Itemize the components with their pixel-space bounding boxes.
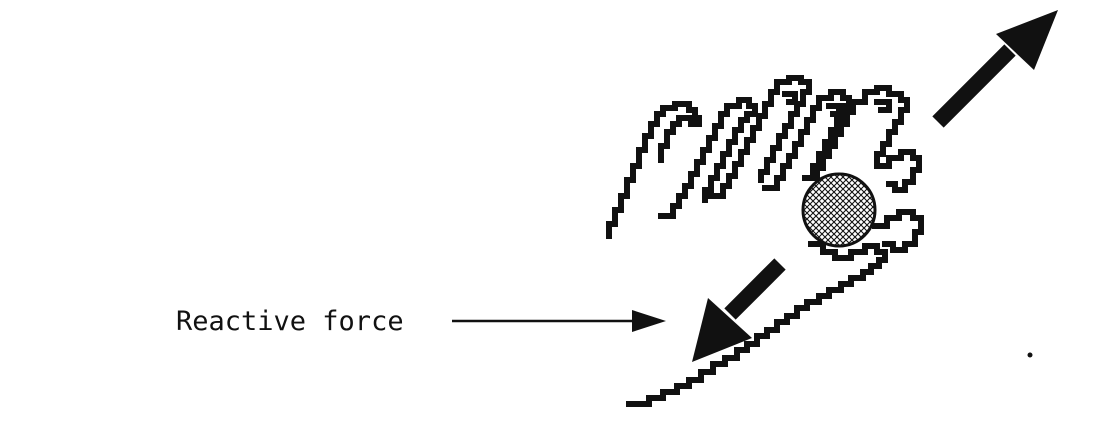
finger-3-nail xyxy=(782,91,798,105)
finger-3 xyxy=(708,75,812,199)
finger-4-nail xyxy=(826,103,842,117)
finger-1 xyxy=(606,101,702,239)
finger-5-nail xyxy=(874,99,892,113)
finger-5 xyxy=(802,85,910,181)
speck xyxy=(1027,352,1033,358)
hand-icon xyxy=(606,75,924,407)
thumb-lower xyxy=(872,209,924,253)
palm-base xyxy=(808,241,888,275)
ball-icon xyxy=(801,172,877,248)
reactive-force-arrow-icon xyxy=(692,258,786,362)
wrist-line xyxy=(626,269,874,407)
applied-force-arrow-icon xyxy=(932,10,1058,128)
finger-4 xyxy=(762,89,852,191)
reactive-force-label: Reactive force xyxy=(176,306,404,337)
finger-2 xyxy=(658,97,758,219)
thumb xyxy=(874,149,922,193)
label-pointer-arrow xyxy=(452,310,666,332)
